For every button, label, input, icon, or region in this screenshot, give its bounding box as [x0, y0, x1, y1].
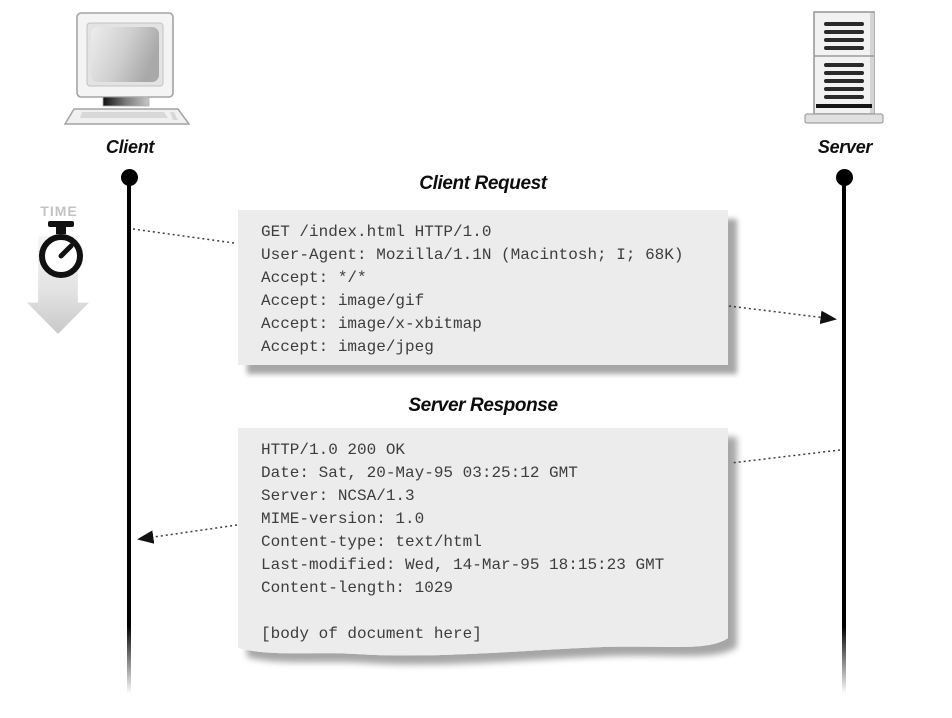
- server-vents-top: [824, 22, 864, 50]
- keyboard-numpad: [170, 112, 178, 120]
- server-response-box: [238, 428, 728, 656]
- response-paper: [238, 428, 728, 656]
- response-title: Server Response: [408, 395, 558, 416]
- request-arrives-server-arrow: [728, 305, 837, 325]
- request-headers: GET /index.html HTTP/1.0 User-Agent: Moz…: [261, 223, 684, 356]
- server-bottom-strip: [816, 104, 872, 108]
- server-vents-bottom: [824, 63, 864, 99]
- server-base: [804, 113, 884, 124]
- client-request-box: GET /index.html HTTP/1.0 User-Agent: Moz…: [238, 210, 728, 365]
- monitor-screen: [91, 27, 159, 82]
- server-tower-shade: [870, 13, 874, 113]
- client-computer-icon: [63, 12, 191, 125]
- response-headers: HTTP/1.0 200 OK Date: Sat, 20-May-95 03:…: [261, 441, 665, 643]
- monitor-stand: [102, 96, 150, 107]
- request-title: Client Request: [419, 173, 547, 194]
- keyboard-keys: [80, 112, 168, 118]
- client-label: Client: [105, 137, 155, 157]
- client-timeline: [127, 177, 131, 699]
- server-label: Server: [817, 137, 873, 157]
- stopwatch-icon: [39, 221, 83, 278]
- request-leaves-client-arrow: [132, 228, 235, 244]
- response-leaves-server-arrow: [730, 449, 841, 464]
- response-arrives-client-arrow: [137, 524, 238, 544]
- server-icon: [804, 11, 884, 124]
- server-timeline: [842, 177, 846, 699]
- time-label: TIME: [40, 203, 78, 219]
